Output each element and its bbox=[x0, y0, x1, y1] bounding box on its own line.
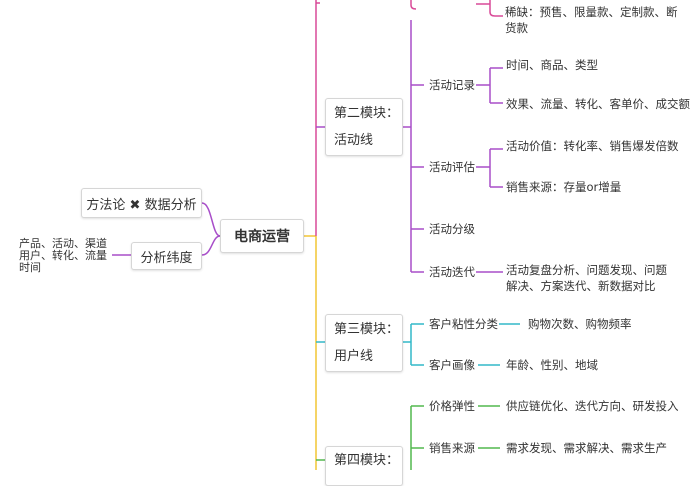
connector-activity-eval bbox=[476, 148, 503, 188]
connector-module2-branches bbox=[411, 84, 424, 273]
m2-leaf-eval-2: 销售来源：存量or增量 bbox=[506, 180, 622, 194]
module2-title: 第二模块： bbox=[334, 106, 400, 121]
m2-branch-eval[interactable]: 活动评估 bbox=[429, 160, 475, 174]
connector-module2-spine bbox=[403, 20, 412, 272]
module4-node[interactable]: 第四模块： bbox=[325, 446, 403, 486]
m3-branch-portrait[interactable]: 客户画像 bbox=[429, 358, 475, 372]
connector-module3-leafs bbox=[478, 323, 520, 366]
m3-leaf-sticky: 购物次数、购物频率 bbox=[528, 317, 632, 331]
connector-module3-spine bbox=[403, 323, 424, 366]
module2-subtitle: 活动线 bbox=[334, 133, 374, 148]
m2-leaf-iter-1: 活动复盘分析、问题发现、问题解决、方案迭代、新数据对比 bbox=[506, 263, 667, 293]
connector-activity-record bbox=[476, 67, 503, 104]
connector-module4-spine bbox=[410, 405, 424, 470]
m2-branch-iter[interactable]: 活动迭代 bbox=[429, 265, 475, 279]
center-node[interactable]: 电商运营 bbox=[220, 219, 304, 253]
center-node-label: 电商运营 bbox=[234, 229, 290, 245]
m3-branch-sticky[interactable]: 客户粘性分类 bbox=[429, 317, 498, 331]
connector-center-methodology bbox=[201, 202, 221, 237]
module4-title: 第四模块： bbox=[334, 453, 400, 468]
connector-module4-leafs bbox=[478, 405, 500, 449]
connector-top-leafs bbox=[476, 0, 503, 17]
module2-node[interactable]: 第二模块： 活动线 bbox=[325, 98, 403, 156]
mindmap-connectors bbox=[112, 0, 520, 470]
m3-leaf-portrait: 年龄、性别、地域 bbox=[506, 358, 598, 372]
module3-title: 第三模块： bbox=[334, 322, 400, 337]
m2-branch-record[interactable]: 活动记录 bbox=[429, 78, 475, 92]
module3-node[interactable]: 第三模块： 用户线 bbox=[325, 314, 403, 372]
scarcity-detail: 稀缺：预售、限量款、定制款、断货款 bbox=[505, 5, 678, 35]
connector-top-branch bbox=[410, 0, 417, 10]
dimension-node[interactable]: 分析纬度 bbox=[131, 242, 202, 270]
methodology-node[interactable]: 方法论 ✖ 数据分析 bbox=[81, 188, 202, 218]
methodology-node-label: 方法论 ✖ 数据分析 bbox=[86, 197, 197, 213]
m2-leaf-record-2: 效果、流量、转化、客单价、成交额 bbox=[506, 97, 690, 111]
m4-leaf-source: 需求发现、需求解决、需求生产 bbox=[506, 441, 667, 455]
dimension-detail: 产品、活动、渠道 用户、转化、流量 时间 bbox=[19, 237, 107, 274]
m2-leaf-eval-1: 活动价值：转化率、销售爆发倍数 bbox=[506, 139, 679, 153]
m2-branch-grade[interactable]: 活动分级 bbox=[429, 222, 475, 236]
dimension-node-label: 分析纬度 bbox=[140, 250, 193, 266]
module3-subtitle: 用户线 bbox=[334, 349, 374, 364]
m4-branch-source[interactable]: 销售来源 bbox=[429, 441, 475, 455]
m2-leaf-record-1: 时间、商品、类型 bbox=[506, 58, 598, 72]
m4-branch-elasticity[interactable]: 价格弹性 bbox=[429, 399, 475, 413]
m4-leaf-elasticity: 供应链优化、迭代方向、研发投入 bbox=[506, 399, 679, 413]
connector-center-dimension bbox=[201, 235, 221, 256]
